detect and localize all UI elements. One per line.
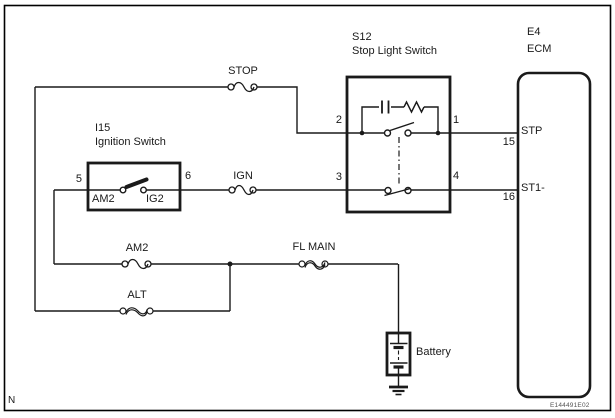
fl-main-fuse-label: FL MAIN: [292, 241, 336, 253]
s12-pin1-label: 1: [453, 114, 460, 126]
fl-main-fusible-link-symbol: [298, 260, 329, 270]
ecm-pin16-label: 16: [502, 191, 515, 203]
alt-fuse-label: ALT: [127, 289, 147, 301]
ign-fuse-symbol: [228, 184, 257, 196]
page-marker: N: [8, 395, 16, 406]
ecm-signal-st1-label: ST1-: [521, 182, 545, 194]
ignition-switch-box: [86, 161, 182, 212]
ecm-id: E4: [527, 26, 541, 38]
ecm-connector-body: [516, 71, 592, 399]
ignition-switch-id: I15: [95, 122, 111, 134]
stop-switch-upper-contact: [383, 121, 415, 137]
ignition-switch-contact: [88, 177, 180, 194]
ecm-signal-stp-label: STP: [521, 125, 543, 137]
ign-fuse-label: IGN: [233, 170, 253, 182]
i15-pin6-label: 6: [185, 170, 192, 182]
stop-fuse-symbol: [227, 81, 258, 93]
stop-switch-lower-contact: [384, 186, 412, 197]
wire-ignition-feed: [53, 189, 88, 264]
battery-label: Battery: [416, 346, 451, 358]
wire-alt: [35, 264, 231, 312]
stop-light-switch-box: [345, 75, 452, 214]
figure-code: E144491E02: [550, 402, 590, 409]
capacitor-symbol: [381, 100, 390, 114]
stop-light-switch-name: Stop Light Switch: [352, 45, 437, 57]
ecm-pin15-label: 15: [502, 136, 515, 148]
page-border: [3, 4, 612, 412]
i15-contact-am2-label: AM2: [92, 193, 115, 205]
resistor-symbol: [403, 100, 425, 114]
ecm-name: ECM: [527, 43, 552, 55]
stop-light-switch-id: S12: [352, 31, 372, 43]
s12-pin4-label: 4: [453, 170, 460, 182]
am2-fuse-label: AM2: [125, 242, 149, 254]
ground-symbol: [389, 375, 408, 396]
am2-fuse-symbol: [121, 258, 152, 270]
i15-contact-ig2-label: IG2: [146, 193, 164, 205]
wire-snubber-branch: [361, 106, 439, 133]
s12-pin3-label: 3: [335, 171, 342, 183]
s12-pin2-label: 2: [335, 114, 342, 126]
alt-fusible-link-symbol: [119, 307, 154, 317]
wire-stop-circuit: [35, 86, 347, 134]
stop-fuse-label: STOP: [228, 65, 258, 77]
i15-pin5-label: 5: [75, 173, 82, 185]
junction-dots: [227, 130, 441, 267]
ignition-switch-name: Ignition Switch: [95, 136, 166, 148]
